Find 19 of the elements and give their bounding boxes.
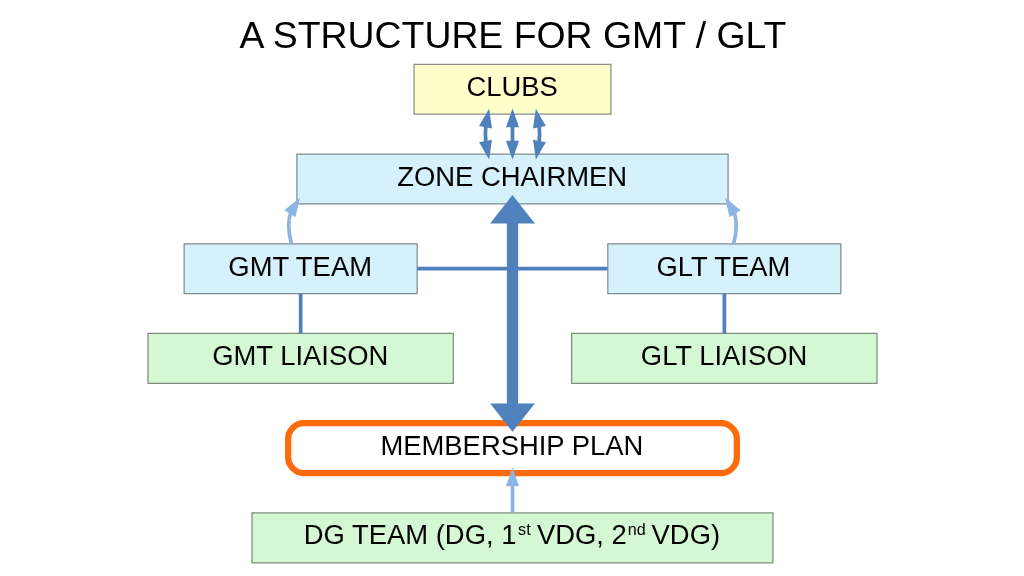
arrow bbox=[478, 108, 492, 160]
node-box: DG TEAM (DG, 1$^{st}$ VDG, 2$^{nd}$ VDG) bbox=[250, 512, 774, 564]
node-box: GMT LIAISON bbox=[146, 332, 454, 384]
arrow bbox=[505, 108, 519, 160]
node-box: ZONE CHAIRMEN bbox=[295, 153, 729, 205]
arrow bbox=[532, 108, 546, 160]
node-box: GMT TEAM bbox=[183, 243, 418, 295]
arrow bbox=[505, 467, 519, 513]
connector bbox=[416, 266, 607, 271]
diagram-title: A STRUCTURE FOR GMT / GLT bbox=[239, 14, 786, 57]
arrow bbox=[724, 197, 741, 245]
connector bbox=[722, 293, 726, 334]
arrow bbox=[489, 195, 535, 432]
node-box: MEMBERSHIP PLAN bbox=[284, 420, 740, 477]
node-box: GLT LIAISON bbox=[570, 332, 878, 384]
connector bbox=[298, 293, 302, 334]
node-box: GLT TEAM bbox=[606, 243, 841, 295]
node-box: CLUBS bbox=[412, 63, 612, 115]
arrow bbox=[283, 197, 300, 245]
